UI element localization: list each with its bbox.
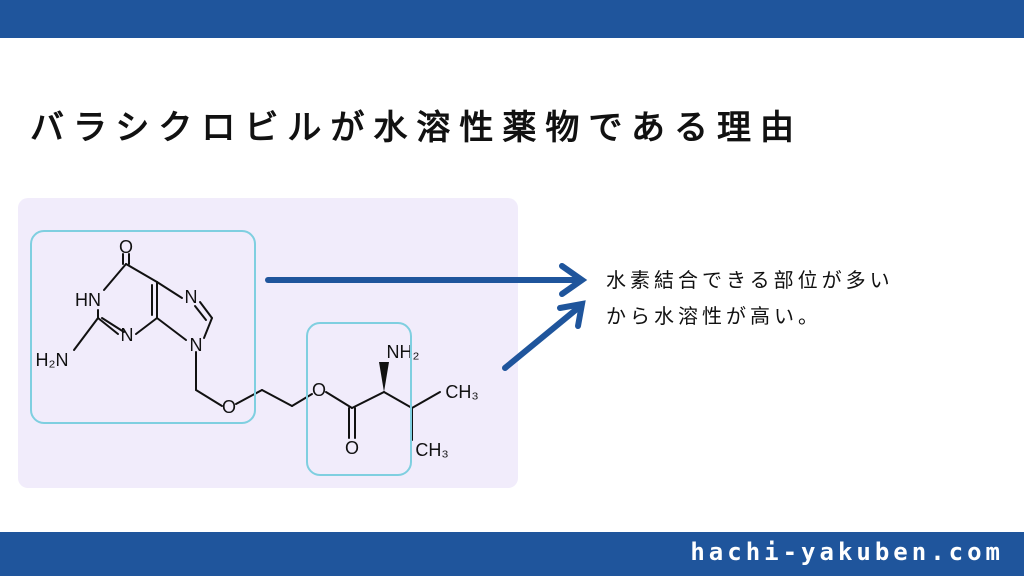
site-url: hachi-yakuben.com: [690, 538, 1004, 566]
label-o-ester: O: [312, 380, 326, 400]
label-n-imidazole-top: N: [185, 287, 198, 307]
label-ch3-bottom: CH₃: [415, 440, 448, 460]
label-h2n: H₂N: [36, 350, 69, 370]
note-line-1: 水素結合できる部位が多い: [606, 268, 894, 292]
label-n-imidazole-9: N: [190, 335, 203, 355]
note-line-2: から水溶性が高い。: [606, 304, 822, 328]
label-o-carbonyl-top: O: [119, 237, 133, 257]
label-n-pyrimidine-3: N: [121, 325, 134, 345]
label-o-ether: O: [222, 397, 236, 417]
arrow-valine: [502, 305, 581, 371]
top-bar: [0, 0, 1024, 38]
arrow-valine-head: [557, 300, 586, 329]
label-o-carbonyl-bottom: O: [345, 438, 359, 458]
structure-panel: [18, 198, 518, 488]
explanation-note: 水素結合できる部位が多い から水溶性が高い。: [606, 262, 894, 334]
label-hn: HN: [75, 290, 101, 310]
page-title: バラシクロビルが水溶性薬物である理由: [30, 108, 803, 148]
highlight-guanine: [30, 230, 256, 424]
highlight-valine-ester: [306, 322, 412, 476]
bottom-bar: hachi-yakuben.com: [0, 532, 1024, 576]
label-ch3-top: CH₃: [445, 382, 478, 402]
arrow-guanine-head: [559, 263, 588, 297]
